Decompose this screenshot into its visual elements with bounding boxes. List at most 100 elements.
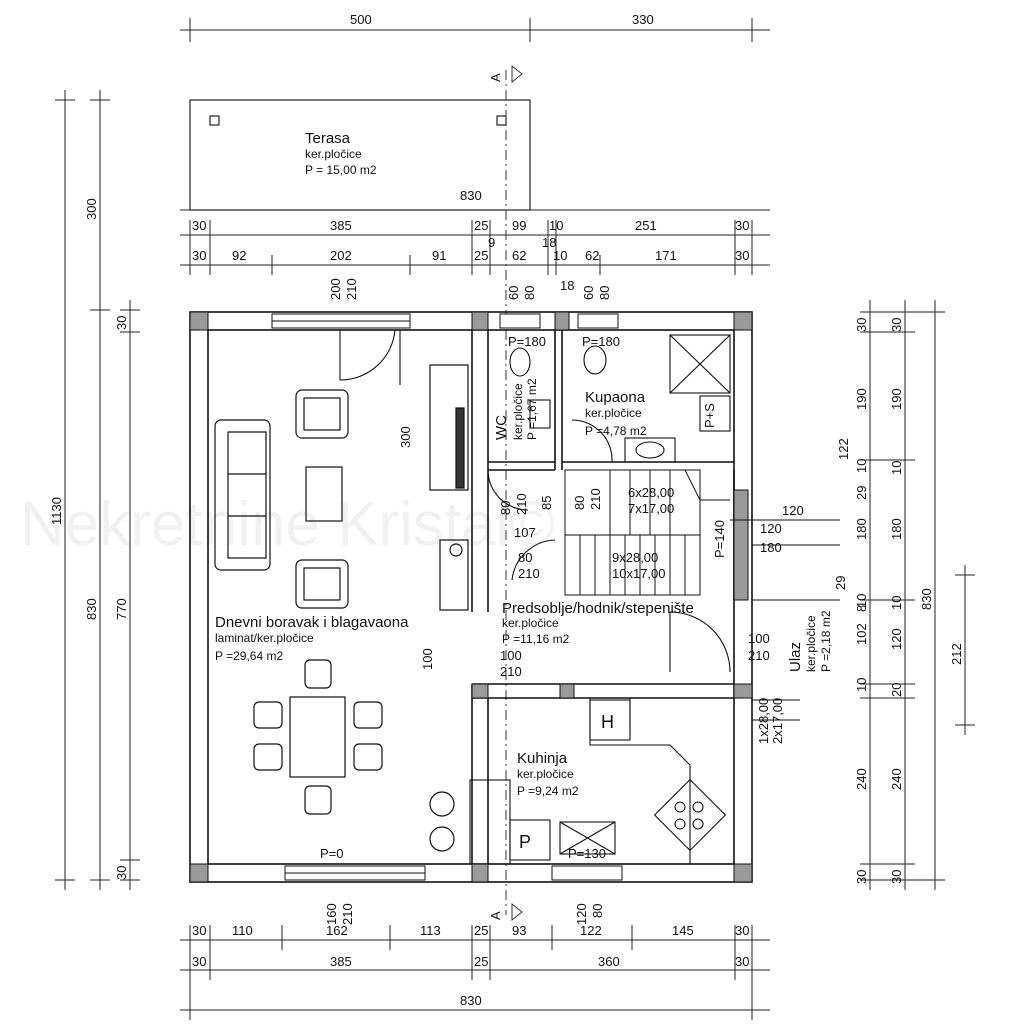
section-mark-top: A (488, 73, 503, 82)
room-finish-ulaz: ker.pločice (804, 615, 818, 672)
dim-r2-7: 62 (585, 248, 599, 263)
room-area-dnevni: P =29,64 m2 (215, 649, 283, 663)
dim-ri-8: 8 (854, 605, 869, 612)
room-name-terasa: Terasa (305, 130, 351, 147)
dim-r2-2: 202 (330, 248, 352, 263)
dim-ro-8: 30 (854, 870, 869, 884)
kitchen-fixtures (469, 698, 727, 865)
dim-left-30a: 30 (114, 316, 129, 330)
dim-bw-120: 120 (574, 903, 589, 925)
dim-107: 107 (514, 525, 536, 540)
dim-bw-160: 160 (324, 903, 339, 925)
room-area-kupaona: P =4,78 m2 (585, 424, 647, 438)
label-stair2b: 10x17,00 (612, 566, 666, 581)
dim-120a: 120 (782, 503, 804, 518)
label-p0: P=0 (320, 846, 344, 861)
left-dimensions (55, 90, 140, 890)
dim-ri-122: 122 (836, 438, 851, 460)
dim-b2-2: 25 (474, 954, 488, 969)
dim-b1-5: 93 (512, 923, 526, 938)
dim-120b: 120 (760, 521, 782, 536)
dim-b2-1: 385 (330, 954, 352, 969)
right-dimensions (860, 300, 975, 890)
dim-b1-7: 145 (672, 923, 694, 938)
bath-fixtures (509, 334, 731, 463)
dim-win-60b: 60 (581, 286, 596, 300)
dim-830: 830 (460, 188, 482, 203)
section-mark-bottom: A (488, 911, 503, 920)
label-stair1b: 7x17,00 (628, 501, 674, 516)
stairs (564, 469, 730, 596)
bottom-dimensions (180, 925, 770, 1020)
dim-r2-4: 25 (474, 248, 488, 263)
dim-r2-5: 62 (512, 248, 526, 263)
room-finish-wc: ker.pločice (511, 383, 525, 440)
dim-r2-6: 10 (553, 248, 567, 263)
dim-left-1130: 1130 (49, 497, 64, 525)
dim-r2-1: 92 (232, 248, 246, 263)
dim-r1-2: 25 (474, 218, 488, 233)
dim-210d: 210 (500, 664, 522, 679)
dim-r1-1: 385 (330, 218, 352, 233)
dim-80b: 80 (572, 496, 587, 510)
dim-80c: 80 (518, 550, 532, 565)
label-stair1: 6x28,00 (628, 485, 674, 500)
dim-85: 85 (539, 496, 554, 510)
dim-bw-80: 80 (590, 904, 605, 918)
dim-210c: 210 (518, 566, 540, 581)
dim-b1-1: 110 (232, 923, 253, 938)
dim-win-200: 200 (328, 278, 343, 300)
dim-ro-6: 10 (854, 678, 869, 692)
dim-r1-3: 99 (512, 218, 526, 233)
dim-win-60a: 60 (506, 286, 521, 300)
room-finish-kuhinja: ker.pločice (517, 767, 574, 781)
dim-100: 100 (420, 648, 435, 670)
dim-left-830: 830 (84, 598, 99, 620)
label-p140: P=140 (712, 520, 727, 558)
dim-210b: 210 (588, 488, 603, 510)
doors (339, 329, 731, 673)
dim-b1-6: 122 (580, 923, 602, 938)
room-name-wc: WC (493, 415, 510, 440)
walls (189, 311, 753, 883)
room-name-kupaona: Kupaona (585, 389, 646, 406)
label-stair2: 9x28,00 (612, 550, 658, 565)
dim-b3: 830 (460, 993, 482, 1008)
label-p180a: P=180 (508, 334, 546, 349)
dim-left-30b: 30 (114, 866, 129, 880)
label-p180b: P=180 (582, 334, 620, 349)
dim-80: 80 (498, 501, 513, 515)
columns (189, 311, 753, 883)
dim-b2-3: 360 (598, 954, 620, 969)
dim-r1-6: 30 (735, 218, 749, 233)
room-area-predsoblje: P =11,16 m2 (502, 632, 570, 646)
room-finish-kupaona: ker.pločice (585, 406, 642, 420)
dim-ri-30: 30 (889, 870, 904, 884)
dim-300: 300 (398, 426, 413, 448)
room-name-predsoblje: Predsoblje/hodnik/stepenište (502, 600, 694, 617)
pantry-label: P (519, 832, 531, 852)
room-area-kuhinja: P =9,24 m2 (517, 784, 579, 798)
room-area-ulaz: P =2,18 m2 (819, 610, 833, 672)
label-p130: P=130 (568, 846, 606, 861)
dim-win-80a: 80 (522, 286, 537, 300)
dim-top-330: 330 (632, 12, 654, 27)
label-step1b: 2x17,00 (770, 698, 785, 744)
dim-r1-4: 10 (549, 218, 563, 233)
dim-ri-120: 120 (889, 628, 904, 650)
dim-b1-4: 25 (474, 923, 488, 938)
dim-b1-3: 113 (420, 923, 441, 938)
dim-ro-4: 10 (854, 594, 869, 608)
dim-100b: 100 (500, 648, 522, 663)
dim-b1-8: 30 (735, 923, 749, 938)
dim-210e: 210 (748, 648, 770, 663)
room-finish-dnevni: laminat/ker.pločice (215, 631, 314, 645)
dim-bw-210: 210 (340, 903, 355, 925)
windows (271, 313, 623, 881)
dim-ri-190: 190 (889, 388, 904, 410)
label-step1: 1x28,00 (756, 698, 771, 744)
dim-r2b: 18 (560, 278, 574, 293)
dim-r2-3: 91 (432, 248, 446, 263)
dim-left-770: 770 (114, 598, 129, 620)
